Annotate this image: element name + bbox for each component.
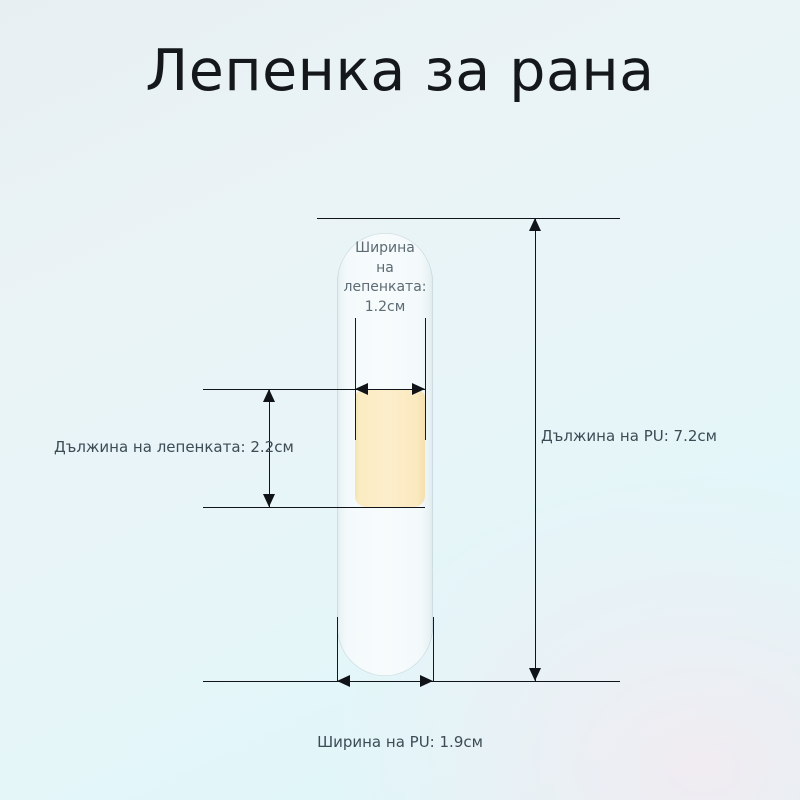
bandage-absorbent-pad bbox=[355, 390, 425, 507]
pad-width-label-line-1: Ширина bbox=[355, 240, 415, 256]
pad-length-bottom-witness-line bbox=[203, 507, 425, 508]
pu-length-label: Дължина на PU: 7.2см bbox=[541, 427, 717, 445]
pad-width-left-extension-line bbox=[355, 318, 356, 440]
pu-width-arrow-right-icon bbox=[420, 674, 433, 687]
pu-length-arrow-up-icon bbox=[528, 218, 541, 231]
pad-width-label-line-2: на bbox=[376, 259, 394, 276]
pu-width-dimension-line bbox=[337, 681, 433, 682]
pu-length-arrow-down-icon bbox=[528, 668, 541, 681]
pad-length-arrow-up-icon bbox=[262, 389, 275, 402]
pad-width-arrow-right-icon bbox=[412, 382, 425, 395]
pad-width-label-line-4: 1.2см bbox=[364, 298, 406, 315]
pu-length-dimension-line bbox=[535, 218, 536, 681]
pad-width-arrow-left-icon bbox=[355, 382, 368, 395]
pu-width-right-extension-line bbox=[433, 617, 434, 681]
pad-width-right-extension-line bbox=[425, 318, 426, 440]
pad-length-top-witness-line bbox=[203, 389, 425, 390]
pad-length-arrow-down-icon bbox=[262, 494, 275, 507]
pad-length-label: Дължина на лепенката: 2.2см bbox=[54, 438, 294, 456]
pad-length-dimension-line bbox=[269, 389, 270, 507]
pad-width-label-line-3: лепенката: bbox=[343, 279, 427, 295]
pad-width-label: Ширина на лепенката: 1.2см bbox=[337, 239, 433, 317]
pu-width-left-extension-line bbox=[337, 617, 338, 681]
pad-width-dimension-line bbox=[355, 389, 425, 390]
pu-width-label: Ширина на PU: 1.9см bbox=[317, 733, 483, 751]
page-title: Лепенка за рана bbox=[145, 38, 655, 104]
pu-length-top-witness-line bbox=[317, 218, 620, 219]
pu-width-arrow-left-icon bbox=[337, 674, 350, 687]
